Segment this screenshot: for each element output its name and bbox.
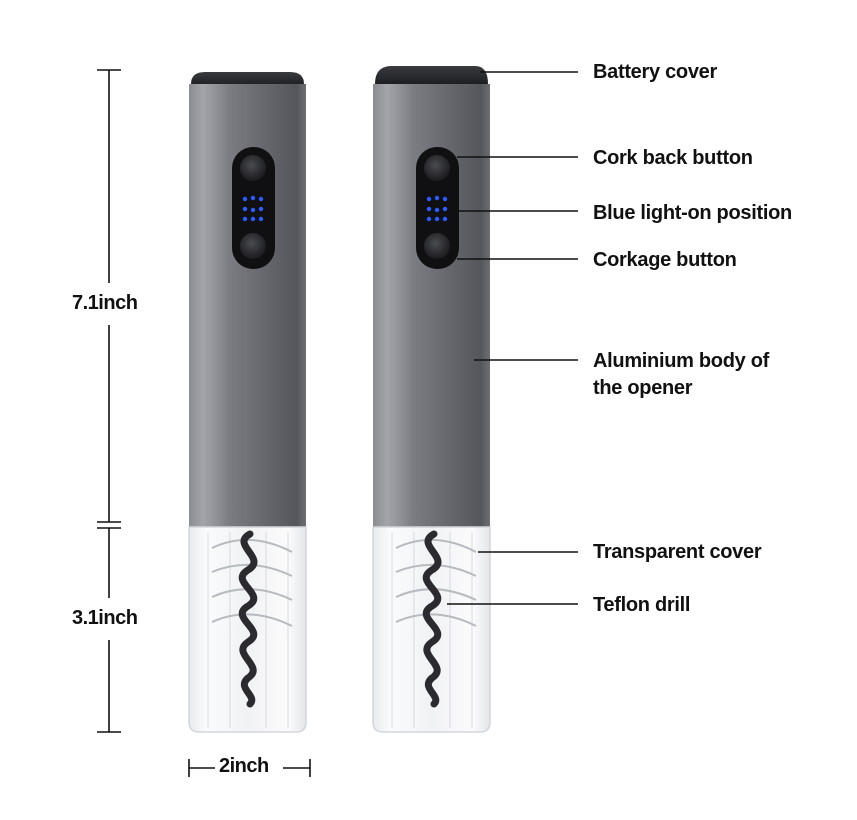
- height-upper-label: 7.1inch: [72, 292, 138, 314]
- cork-back-button-right: [424, 155, 450, 181]
- label-body-line1: Aluminium body of: [593, 350, 769, 372]
- label-blue-light: Blue light-on position: [593, 202, 792, 224]
- cover-ribs-left: [207, 532, 289, 728]
- label-teflon-drill: Teflon drill: [593, 594, 691, 616]
- dimension-lines: [97, 69, 311, 777]
- corkage-button-right: [424, 233, 450, 259]
- label-transparent-cover: Transparent cover: [593, 541, 762, 563]
- teflon-drill-left: [238, 530, 258, 708]
- height-lower-label: 3.1inch: [72, 607, 138, 629]
- opener-left: [188, 72, 307, 733]
- leader-lines: [447, 71, 578, 605]
- label-corkage-button: Corkage button: [593, 249, 737, 271]
- label-body-line2: the opener: [593, 377, 693, 399]
- opener-right: [372, 66, 491, 733]
- width-label: 2inch: [219, 755, 269, 777]
- corkage-button-left: [240, 233, 266, 259]
- transparent-cover-left: [188, 526, 307, 733]
- transparent-cover-right: [372, 526, 491, 733]
- blue-led-left: [242, 195, 264, 222]
- teflon-drill-right: [422, 530, 442, 708]
- blue-led-right: [426, 195, 448, 222]
- cover-ribs-right: [391, 532, 473, 728]
- label-cork-back-button: Cork back button: [593, 147, 753, 169]
- cork-back-button-left: [240, 155, 266, 181]
- label-battery-cover: Battery cover: [593, 61, 717, 83]
